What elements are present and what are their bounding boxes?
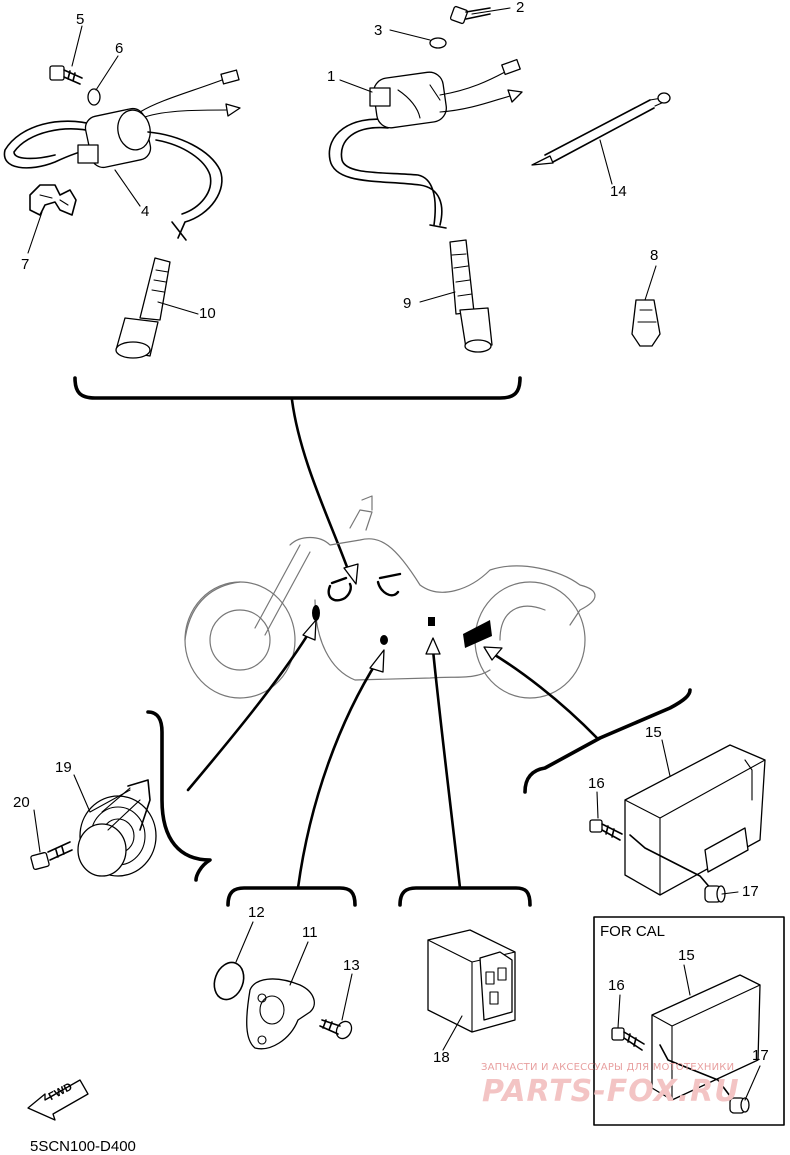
watermark-text: ЗАПЧАСТИ И АКСЕССУАРЫ ДЛЯ МОТОТЕХНИКИ — [481, 1062, 735, 1073]
bolt-20 — [30, 841, 73, 871]
callout-7: 7 — [21, 256, 30, 273]
top-group-bracket — [73, 376, 522, 400]
leader-relay — [431, 648, 462, 890]
clamp-7 — [29, 184, 77, 216]
cdi-unit-15 — [624, 744, 766, 896]
ignition-coil-4 — [3, 69, 241, 241]
sensor-group-bracket — [226, 886, 357, 907]
callout-13: 13 — [343, 957, 360, 974]
bolt-2 — [449, 5, 491, 25]
motorcycle-silhouette — [184, 495, 596, 699]
collar-17-cal — [729, 1097, 750, 1114]
cdi-unit-15-cal — [651, 974, 761, 1101]
callout-17-cal: 17 — [752, 1047, 769, 1064]
sensor-11 — [246, 978, 315, 1050]
callout-20: 20 — [13, 794, 30, 811]
callout-18: 18 — [433, 1049, 450, 1066]
callout-leaders — [27, 7, 761, 1101]
callout-16-cal: 16 — [608, 977, 625, 994]
cdi-group-bracket — [523, 688, 692, 794]
callout-10: 10 — [199, 305, 216, 322]
plug-cap-10 — [115, 257, 171, 359]
bolt-5 — [49, 65, 83, 85]
leader-sensor — [296, 658, 380, 890]
plug-cap-9 — [449, 239, 493, 353]
callout-15: 15 — [645, 724, 662, 741]
callout-2: 2 — [516, 0, 525, 16]
washer-6 — [87, 88, 101, 106]
relay-18 — [427, 929, 516, 1033]
for-cal-label: FOR CAL — [600, 923, 666, 940]
diagram-code: 5SCN100-D400 — [30, 1138, 136, 1155]
callout-8: 8 — [650, 247, 659, 264]
collar-17 — [704, 885, 726, 903]
o-ring-12 — [213, 961, 245, 1001]
bolt-16 — [589, 819, 623, 841]
washer-3 — [429, 37, 447, 49]
callout-3: 3 — [374, 22, 383, 39]
ignition-coil-1 — [328, 58, 523, 229]
callout-12: 12 — [248, 904, 265, 921]
screw-13 — [319, 1019, 353, 1040]
leader-top — [290, 398, 352, 577]
callout-15-cal: 15 — [678, 947, 695, 964]
horn-19 — [77, 779, 157, 877]
horn-group-bracket — [146, 710, 212, 882]
bolt-16-cal — [611, 1027, 645, 1051]
callout-5: 5 — [76, 11, 85, 28]
callout-1: 1 — [327, 68, 336, 85]
watermark-logo: PARTS-FOX.RU — [482, 1074, 740, 1109]
fwd-arrow-icon — [27, 1079, 89, 1121]
callout-11: 11 — [302, 924, 318, 941]
callout-17: 17 — [742, 883, 759, 900]
callout-6: 6 — [115, 40, 124, 57]
leader-cdi — [488, 650, 599, 740]
ground-lead-14 — [531, 92, 671, 166]
for-cal-inset-box — [593, 916, 785, 1126]
callout-9: 9 — [403, 295, 412, 312]
callout-16: 16 — [588, 775, 605, 792]
leader-horn — [186, 626, 314, 792]
callout-4: 4 — [141, 203, 150, 220]
bike-part-markers — [312, 572, 492, 648]
relay-group-bracket — [398, 886, 532, 907]
callout-19: 19 — [55, 759, 72, 776]
clip-8 — [631, 299, 661, 347]
callout-14: 14 — [610, 183, 627, 200]
